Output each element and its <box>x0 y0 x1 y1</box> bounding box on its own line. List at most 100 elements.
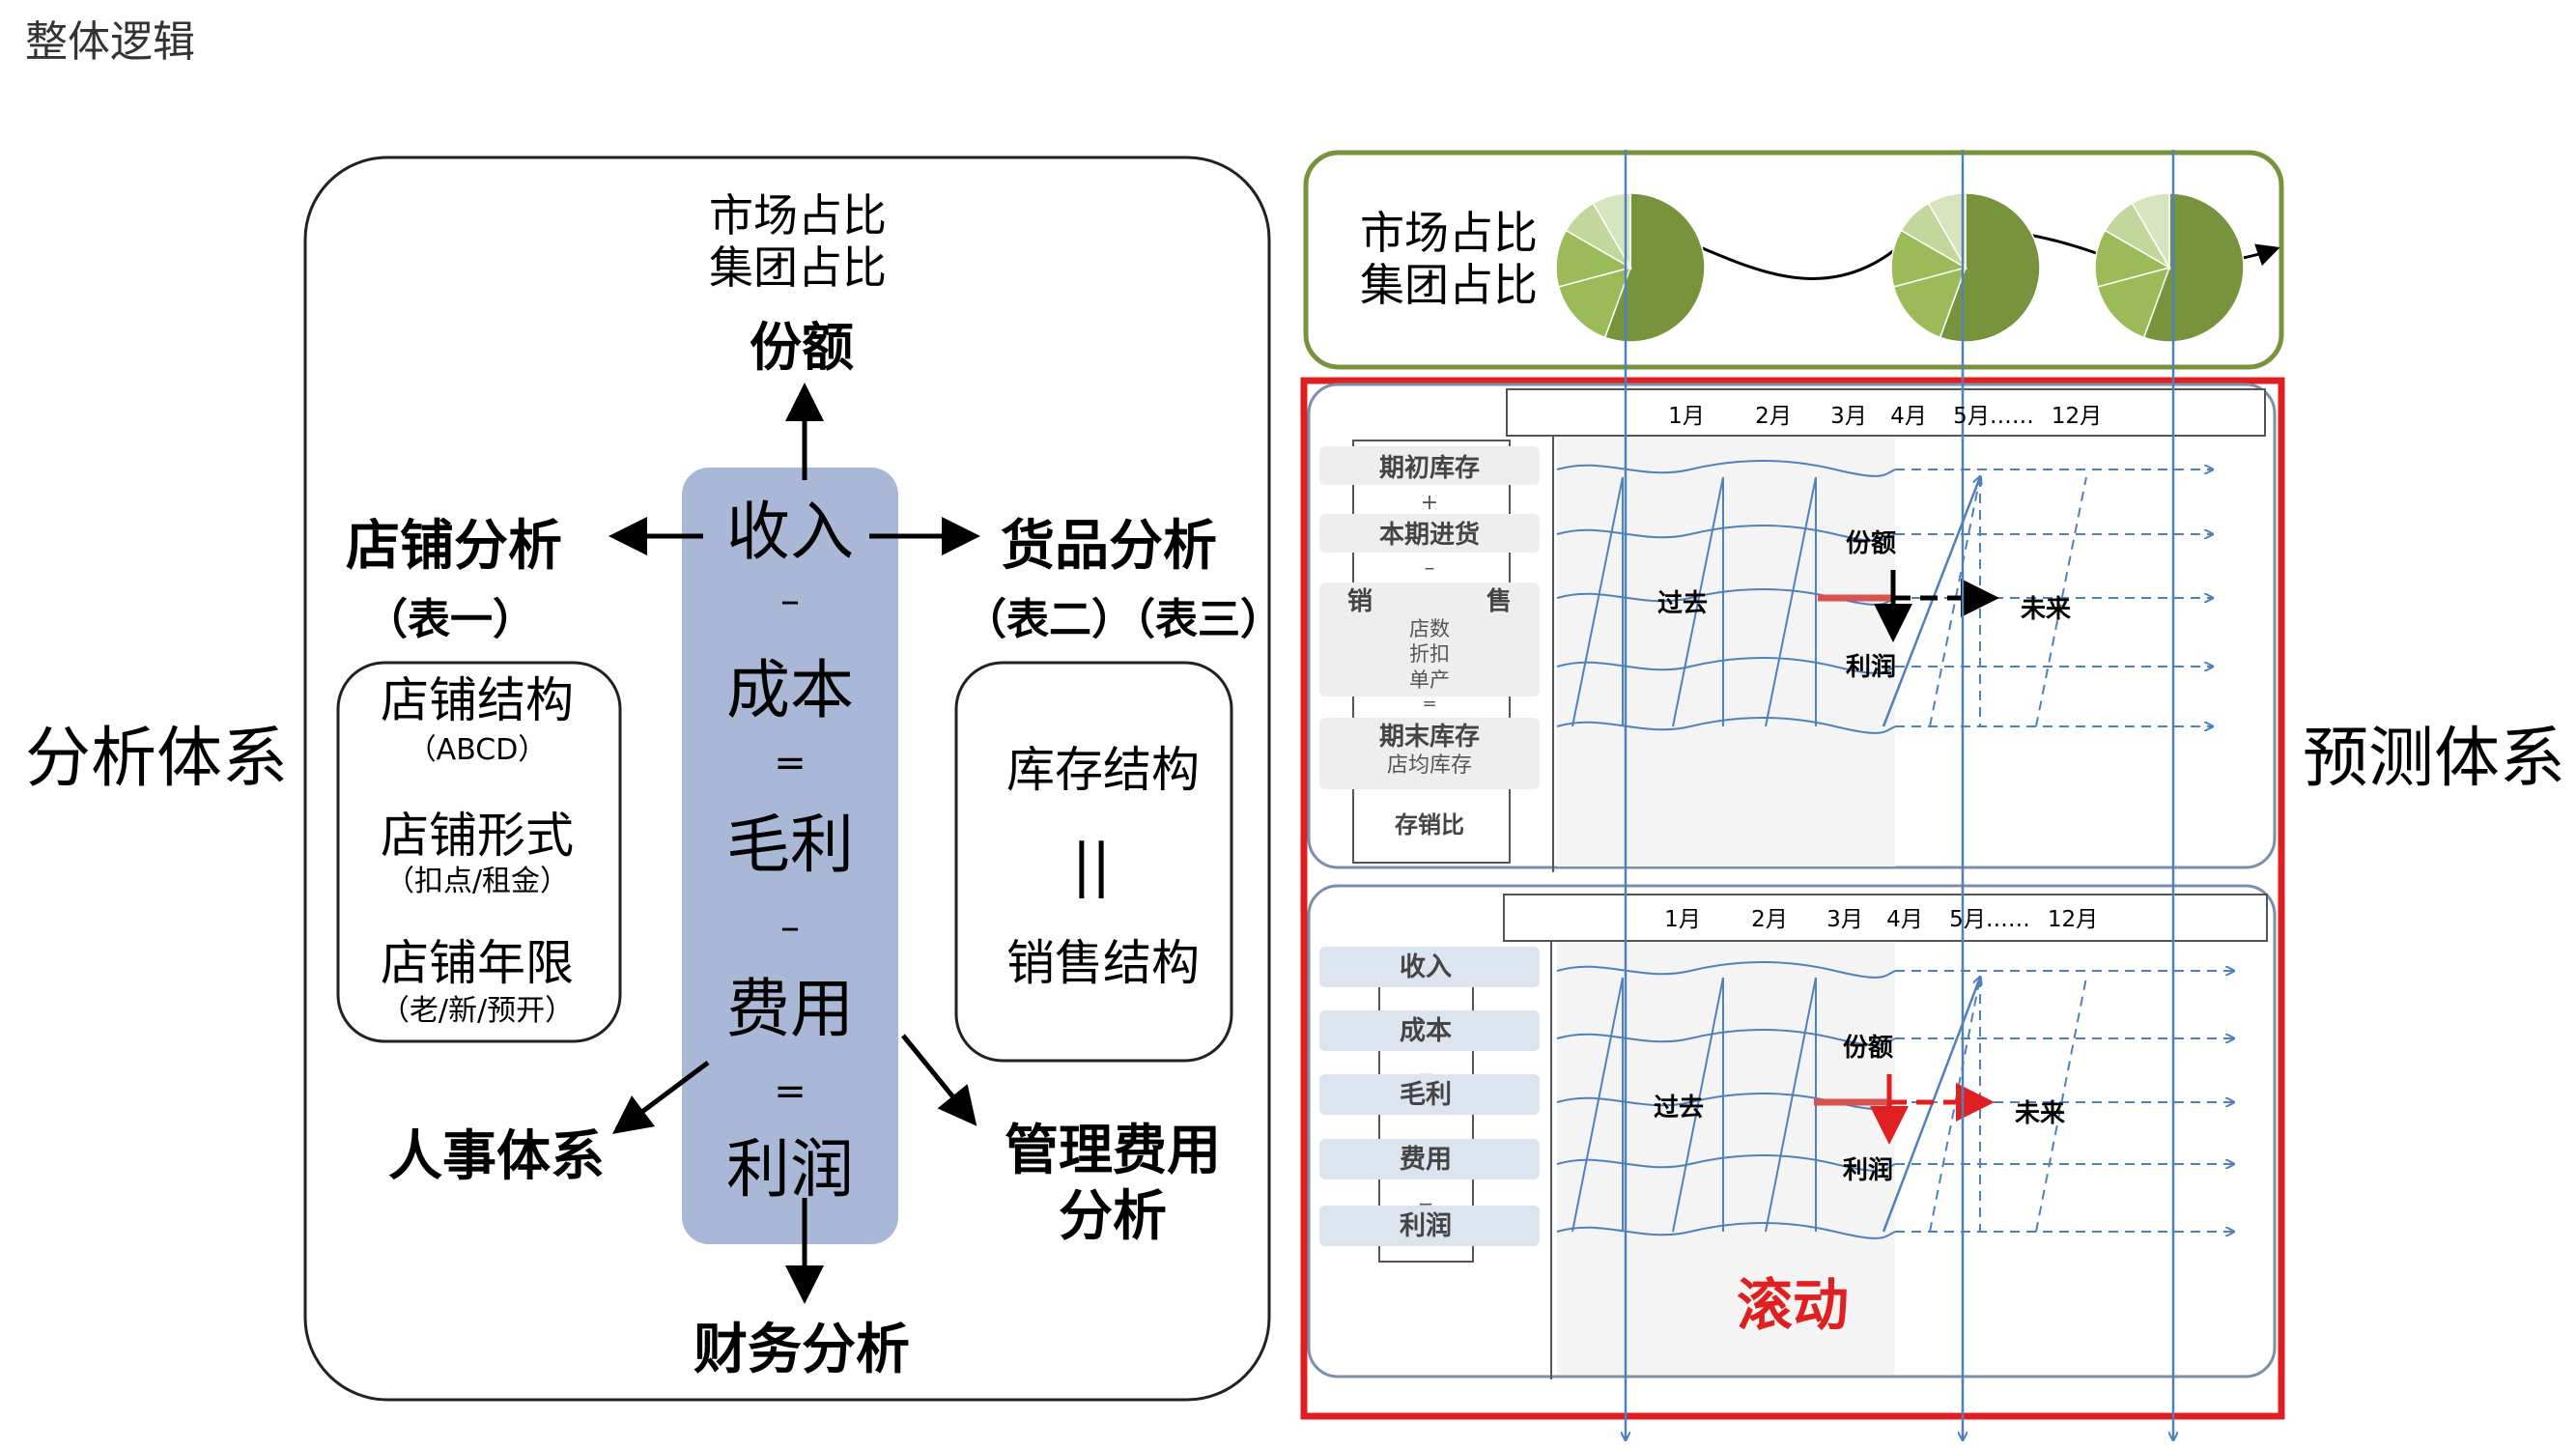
pie-slice <box>1557 266 1632 339</box>
discount: 折扣 <box>1409 642 1450 666</box>
cell-ending-inventory <box>1319 718 1540 789</box>
market-share-label: 市场占比 <box>709 189 887 242</box>
finance-analysis: 财务分析 <box>694 1319 910 1381</box>
stock-sales-ratio: 存销比 <box>1395 811 1464 838</box>
month-label: 4月 <box>1886 907 1923 932</box>
cell-period-purchase <box>1319 514 1540 553</box>
pie-slice <box>2142 192 2245 343</box>
arrow-to-mgmt <box>901 1034 977 1126</box>
formula-item: – <box>780 905 800 950</box>
hr-system: 人事体系 <box>388 1125 605 1188</box>
pnl-row-cell <box>1319 1206 1540 1246</box>
goods-items-box <box>954 661 1233 1063</box>
store-structure: 店铺结构 <box>381 672 574 728</box>
goods-analysis-table: （表二）（表三） <box>964 595 1283 644</box>
store-count: 店数 <box>1409 617 1450 640</box>
share-frame <box>1303 150 2284 370</box>
past-wave-line <box>1556 460 1896 477</box>
formula-item: 利润 <box>726 1132 854 1207</box>
group-share-label: 集团占比 <box>709 242 887 294</box>
formula-item: – <box>780 579 800 623</box>
sales-left-char: 销 <box>1346 587 1373 616</box>
pnl-share-label: 份额 <box>1842 1034 1894 1063</box>
ending-inventory: 期末库存 <box>1378 723 1481 752</box>
store-structure-sub: （ABCD） <box>407 733 548 767</box>
inventory-month-header <box>1506 388 2266 437</box>
pnl-row-label: 利润 <box>1400 1211 1452 1241</box>
cell-sales <box>1319 582 1540 696</box>
pnl-row-label: 毛利 <box>1400 1080 1452 1110</box>
rolling-zigzag-up <box>1765 476 1817 727</box>
rolling-zigzag-up <box>2035 977 2087 1233</box>
month-label: 3月 <box>1830 404 1867 429</box>
mgmt-cost-analysis-line1: 管理费用 <box>1005 1120 1221 1182</box>
inventory-profit-label: 利润 <box>1845 653 1897 682</box>
store-analysis-title: 店铺分析 <box>346 515 562 578</box>
month-label: 2月 <box>1751 907 1788 932</box>
forecast-market-share: 市场占比 <box>1360 207 1538 259</box>
minus-sign: – <box>1424 556 1435 581</box>
formula-item: 成本 <box>726 653 854 727</box>
pnl-row-cell <box>1319 1010 1540 1051</box>
formula-item: 费用 <box>726 972 854 1046</box>
rolling-forward-arrow <box>1882 477 1980 727</box>
pie-slice <box>1892 266 1967 339</box>
pnl-row-label: 收入 <box>1400 952 1452 982</box>
page-title: 整体逻辑 <box>25 17 195 67</box>
mgmt-cost-analysis-line2: 分析 <box>1059 1185 1167 1248</box>
month-label: 3月 <box>1826 907 1863 932</box>
past-wave-line <box>1556 961 1896 979</box>
pnl-profit-label: 利润 <box>1842 1156 1894 1185</box>
sales-structure: 销售结构 <box>1006 935 1200 991</box>
inventory-share-label: 份额 <box>1845 529 1897 558</box>
pie-slice <box>1555 229 1632 288</box>
pie-slice <box>1603 192 1706 343</box>
store-age-sub: （老/新/预开） <box>380 994 575 1028</box>
month-label: 5月…… <box>1953 404 2034 429</box>
goods-analysis-title: 货品分析 <box>1001 515 1217 578</box>
pie-slice <box>2131 192 2170 270</box>
store-format-sub: （扣点/租金） <box>384 865 570 898</box>
inventory-past-shade <box>1557 437 1895 867</box>
equals-sign-inv: = <box>1422 694 1437 714</box>
pie-chart-2 <box>1890 192 2041 343</box>
sales-right-char: 售 <box>1486 587 1513 616</box>
inventory-past-label: 过去 <box>1656 589 1709 618</box>
pnl-row-cell <box>1319 1139 1540 1179</box>
rolling-zigzag-up <box>1672 977 1724 1233</box>
avg-store-inventory: 店均库存 <box>1386 753 1473 778</box>
pnl-future-label: 未来 <box>2014 1099 2066 1128</box>
past-wave-line <box>1556 657 1896 674</box>
plus-sign: + <box>1420 491 1439 515</box>
rolling-zigzag-up <box>1672 476 1724 727</box>
month-label: 5月…… <box>1949 907 2030 932</box>
equals-sign: || <box>1071 832 1112 899</box>
forecast-system-label: 预测体系 <box>2303 721 2566 797</box>
past-wave-line <box>1556 1222 1896 1239</box>
month-label: 1月 <box>1668 404 1705 429</box>
forecast-gridlines <box>1556 460 2233 1239</box>
arrow-to-hr <box>611 1060 710 1134</box>
pnl-month-header <box>1503 894 2268 942</box>
past-wave-line <box>1556 1029 1896 1046</box>
pnl-row-label: 成本 <box>1400 1016 1452 1046</box>
opening-inventory: 期初库存 <box>1378 454 1481 483</box>
pnl-past-label: 过去 <box>1653 1094 1705 1122</box>
store-items-box <box>336 661 622 1043</box>
past-wave-line <box>1556 525 1896 542</box>
rolling-zigzag-up <box>1571 476 1624 727</box>
cell-opening-inventory <box>1319 446 1540 485</box>
pnl-row-label: 费用 <box>1400 1145 1452 1175</box>
unit-output: 单产 <box>1409 668 1450 692</box>
store-age: 店铺年限 <box>381 935 574 991</box>
formula-item: = <box>774 1069 807 1114</box>
month-label: 4月 <box>1890 404 1927 429</box>
rolling-label: 滚动 <box>1736 1272 1850 1338</box>
month-label: 12月 <box>2051 404 2103 429</box>
pie-chart-3 <box>2094 192 2245 343</box>
inventory-structure: 库存结构 <box>1006 742 1200 798</box>
rolling-frame <box>1300 377 2285 1420</box>
pie-slice <box>2094 229 2171 288</box>
pie-chart-1 <box>1555 192 1706 343</box>
past-wave-line <box>1556 717 1896 734</box>
